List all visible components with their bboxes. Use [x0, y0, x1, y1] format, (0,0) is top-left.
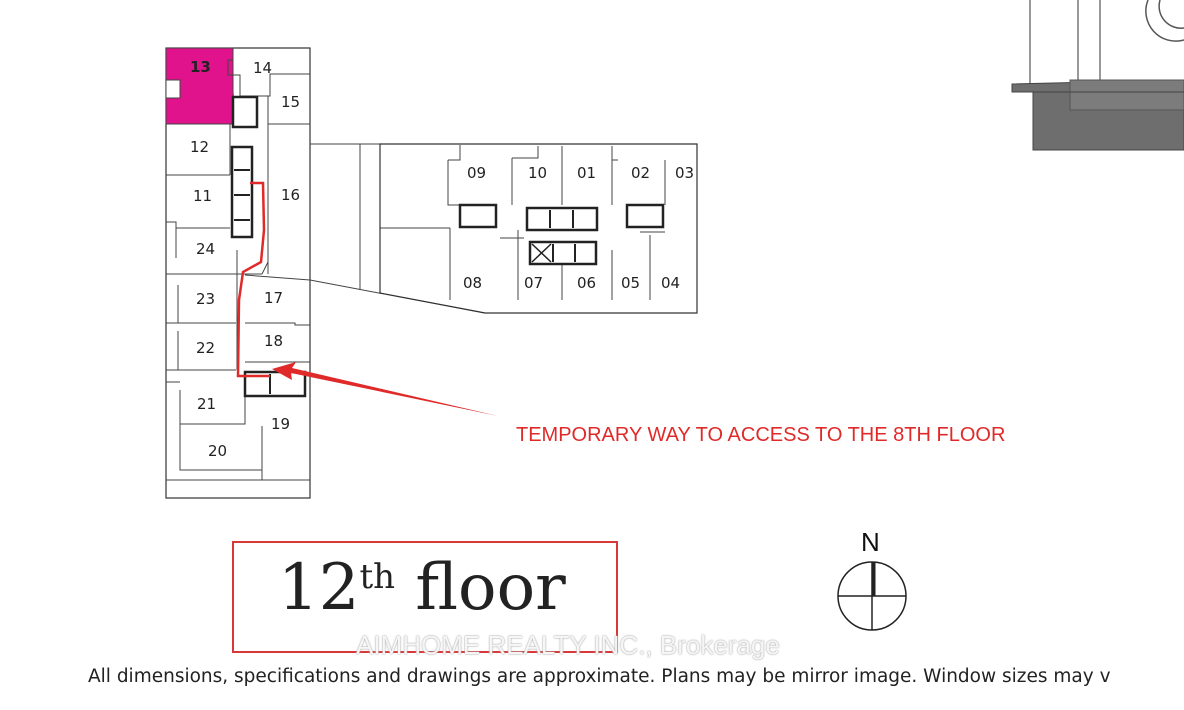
- unit-22-label: 22: [196, 339, 215, 357]
- unit-12-label: 12: [190, 138, 209, 156]
- temporary-access-path: [236, 181, 270, 378]
- west-tower-partitions: [166, 48, 311, 481]
- unit-06-label: 06: [577, 274, 596, 292]
- east-tower-cores: [458, 203, 665, 266]
- unit-01-label: 01: [577, 164, 596, 182]
- unit-17-label: 17: [264, 289, 283, 307]
- unit-10-label: 10: [528, 164, 547, 182]
- unit-04-label: 04: [661, 274, 680, 292]
- east-tower-partitions: [447, 145, 666, 300]
- unit-20-label: 20: [208, 442, 227, 460]
- unit-09-label: 09: [467, 164, 486, 182]
- unit-18-label: 18: [264, 332, 283, 350]
- unit-08-label: 08: [463, 274, 482, 292]
- adjacent-building: [1011, 0, 1184, 151]
- unit-11-label: 11: [193, 187, 212, 205]
- unit-13-label: 13: [190, 58, 211, 76]
- unit-03-label: 03: [675, 164, 694, 182]
- east-tower-outline: [379, 143, 698, 314]
- west-tower-outline: [165, 47, 311, 499]
- unit-13-notch: [165, 79, 181, 99]
- disclaimer-text: All dimensions, specifications and drawi…: [88, 666, 1111, 687]
- unit-15-label: 15: [281, 93, 300, 111]
- floor-number: 12: [278, 551, 360, 625]
- unit-21-label: 21: [197, 395, 216, 413]
- floor-suffix: th: [359, 557, 395, 597]
- watermark: AIMHOME REALTY INC., Brokerage: [356, 630, 780, 660]
- floor-word: floor: [415, 551, 566, 625]
- west-tower-cores: [230, 95, 307, 398]
- north-label: N: [861, 527, 880, 557]
- floor-title: 12th floor: [278, 556, 566, 620]
- unit-23-label: 23: [196, 290, 215, 308]
- floor-title-frame: [232, 541, 618, 653]
- north-compass: N: [837, 527, 907, 631]
- access-annotation: TEMPORARY WAY TO ACCESS TO THE 8TH FLOOR: [516, 424, 1006, 446]
- unit-14-label: 14: [253, 59, 272, 77]
- unit-16-label: 16: [281, 186, 300, 204]
- unit-05-label: 05: [621, 274, 640, 292]
- unit-07-label: 07: [524, 274, 543, 292]
- unit-02-label: 02: [631, 164, 650, 182]
- unit-19-label: 19: [271, 415, 290, 433]
- unit-24-label: 24: [196, 240, 215, 258]
